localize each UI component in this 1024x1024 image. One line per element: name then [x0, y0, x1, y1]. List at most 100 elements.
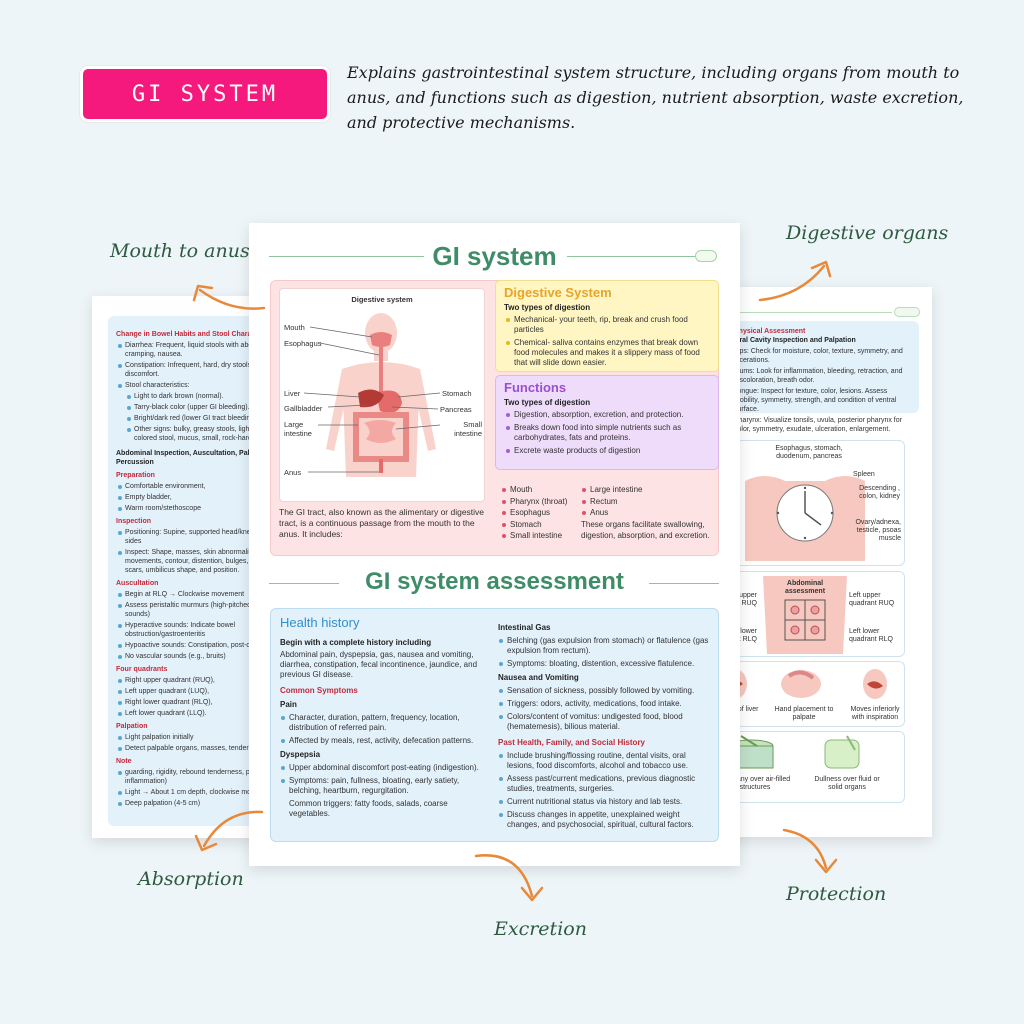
health-history-left-column: Begin with a complete history including …: [280, 634, 485, 819]
past-history-item: Discuss changes in appetite, unexplained…: [498, 810, 714, 830]
gas-heading: Intestinal Gas: [498, 623, 551, 632]
left-sheet-item: Warm room/stethoscope: [116, 504, 292, 513]
title-tag: [695, 250, 717, 262]
organ-item: Stomach: [501, 519, 567, 531]
left-sheet-heading: Preparation: [116, 472, 155, 479]
label-moves-inferiorly: Moves inferiorly with inspiration: [850, 706, 900, 721]
dyspepsia-item: Symptoms: pain, fullness, bloating, earl…: [280, 776, 485, 796]
left-sheet-item: Constipation: Infrequent, hard, dry stoo…: [116, 361, 292, 379]
label-rlq: Right lower quadrant RLQ: [728, 628, 757, 643]
percussion-box: Tympany over air-filled structures Dulln…: [728, 731, 905, 803]
label-tympany: Tympany over air-filled structures: [728, 776, 791, 791]
nausea-item: Triggers: odors, activity, medications, …: [498, 699, 714, 709]
left-sheet-item: Right upper quadrant (RUQ),: [116, 676, 292, 685]
digestion-mechanical: Mechanical- your teeth, rip, break and c…: [504, 315, 710, 335]
callout-absorption: Absorption: [138, 868, 244, 890]
left-sheet-item: Inspect: Shape, masses, skin abnormaliti…: [116, 548, 292, 575]
past-history-heading: Past Health, Family, and Social History: [498, 738, 646, 747]
label-pancreas: Pancreas: [440, 405, 472, 414]
assessment-title: GI system assessment: [365, 568, 624, 595]
left-sheet-item: Detect palpable organs, masses, tenderne…: [116, 744, 292, 753]
label-spleen: Spleen: [853, 471, 875, 478]
functions-types-heading: Two types of digestion: [504, 398, 591, 407]
abdominal-assessment-title: Abdominal assessment: [784, 580, 826, 595]
left-sheet-heading: Note: [116, 758, 132, 765]
dyspepsia-note: Common triggers: fatty foods, salads, co…: [289, 799, 448, 818]
main-sheet: GI system Digestive system: [249, 223, 740, 866]
begin-text: Abdominal pain, dyspepsia, gas, nausea a…: [280, 650, 478, 679]
label-llq: Left lower quadrant RLQ: [849, 628, 893, 643]
digestive-types-heading: Two types of digestion: [504, 303, 591, 312]
left-sheet-item: Left upper quadrant (LUQ),: [116, 687, 292, 696]
digestion-chemical: Chemical- saliva contains enzymes that b…: [504, 338, 710, 368]
callout-digestive-organs: Digestive organs: [786, 222, 949, 244]
past-history-item: Current nutritional status via history a…: [498, 797, 714, 807]
nausea-item: Colors/content of vomitus: undigested fo…: [498, 712, 714, 732]
left-sheet-item: Assess peristaltic murmurs (high-pitched…: [116, 601, 292, 619]
begin-heading: Begin with a complete history including: [280, 638, 432, 647]
title-rule-right: [567, 256, 697, 257]
diagram-title: Digestive system: [351, 295, 413, 304]
pain-item: Affected by meals, rest, activity, defec…: [280, 736, 485, 746]
oral-cavity-lines: Lips: Check for moisture, color, texture…: [734, 347, 911, 434]
callout-excretion: Excretion: [494, 918, 587, 940]
left-sheet-item: Stool characteristics:: [116, 381, 292, 390]
dyspepsia-item: Upper abdominal discomfort post-eating (…: [280, 763, 485, 773]
gi-tract-description: The GI tract, also known as the alimenta…: [279, 507, 485, 539]
right-sheet-tag: [894, 307, 920, 317]
physical-assessment-heading: Physical Assessment: [734, 328, 806, 335]
nausea-item: Sensation of sickness, possibly followed…: [498, 686, 714, 696]
digestive-system-box: Digestive System Two types of digestion …: [495, 280, 719, 372]
left-sheet-item: Left lower quadrant (LLQ).: [116, 709, 292, 718]
label-luq: Left upper quadrant RUQ: [849, 592, 895, 607]
label-ruq: Right upper quadrant RUQ: [728, 592, 757, 607]
left-sheet-heading: Change in Bowel Habits and Stool Charact…: [116, 331, 283, 338]
abdominal-assessment-box: Abdominal assessment Left upper quadrant…: [728, 571, 905, 657]
arrow-excretion-head: [520, 886, 544, 902]
oral-cavity-line: Pharynx: Visualize tonsils, uvula, poste…: [734, 417, 902, 433]
organ-item: Large intestine: [581, 484, 715, 496]
organs-list: Mouth Pharynx (throat) Esophagus Stomach…: [495, 474, 719, 554]
label-small-intestine: Small intestine: [454, 420, 482, 438]
functions-title: Functions: [504, 380, 567, 395]
left-sheet-item: Hyperactive sounds: Indicate bowel obstr…: [116, 621, 292, 639]
oral-cavity-box: Physical Assessment Oral Cavity Inspecti…: [728, 321, 919, 433]
gas-item: Belching (gas expulsion from stomach) or…: [498, 636, 714, 656]
label-ovary: Ovary/adnexa, testicle, psoas muscle: [855, 519, 901, 542]
common-symptoms-heading: Common Symptoms: [280, 686, 358, 695]
left-sheet-item: Light palpation initially: [116, 733, 292, 742]
organ-item: Esophagus: [501, 507, 567, 519]
label-hand-placement: Hand placement to palpate: [774, 706, 834, 721]
label-mouth: Mouth: [284, 323, 305, 332]
palpation-illustration: [728, 669, 887, 699]
abdomen-clock-illustration: [745, 476, 865, 561]
organ-item: Small intestine: [501, 530, 567, 542]
label-gallbladder: Gallbladder: [284, 404, 323, 413]
oral-cavity-heading: Oral Cavity Inspection and Palpation: [734, 337, 856, 344]
left-sheet-item: Hypoactive sounds: Constipation, post-op…: [116, 641, 292, 650]
arrow-digestive-organs-head: [810, 260, 832, 278]
left-sheet-heading: Inspection: [116, 518, 152, 525]
right-sheet-rule: [728, 312, 892, 313]
label-esophagus: Esophagus: [284, 339, 322, 348]
past-history-item: Assess past/current medications, previou…: [498, 774, 714, 794]
left-sheet-item: Bright/dark red (lower GI tract bleeding…: [116, 414, 292, 423]
nausea-heading: Nausea and Vomiting: [498, 673, 579, 682]
organ-quadrant-box: Esophagus, stomach, duodenum, pancreas S…: [728, 440, 905, 566]
arrow-absorption-head: [194, 834, 218, 852]
left-sheet-heading: Four quadrants: [116, 666, 168, 673]
pain-heading: Pain: [280, 700, 297, 709]
organ-item: Rectum: [581, 496, 715, 508]
function-item: Breaks down food into simple nutrients s…: [504, 423, 710, 443]
left-sheet-item: Light to dark brown (normal).: [116, 392, 292, 401]
digestive-system-title: Digestive System: [504, 285, 612, 300]
label-descending-colon: Descending , colon, kidney: [859, 485, 900, 500]
label-stomach: Stomach: [442, 389, 472, 398]
diagram-leader-lines: [303, 326, 441, 473]
digestive-diagram: Digestive system: [279, 288, 485, 502]
label-large-intestine: Large intestine: [284, 420, 312, 438]
percussion-illustration: [728, 735, 860, 769]
assessment-rule-left: [269, 583, 339, 584]
title-rule-left: [269, 256, 424, 257]
left-sheet-heading: Auscultation: [116, 580, 159, 587]
